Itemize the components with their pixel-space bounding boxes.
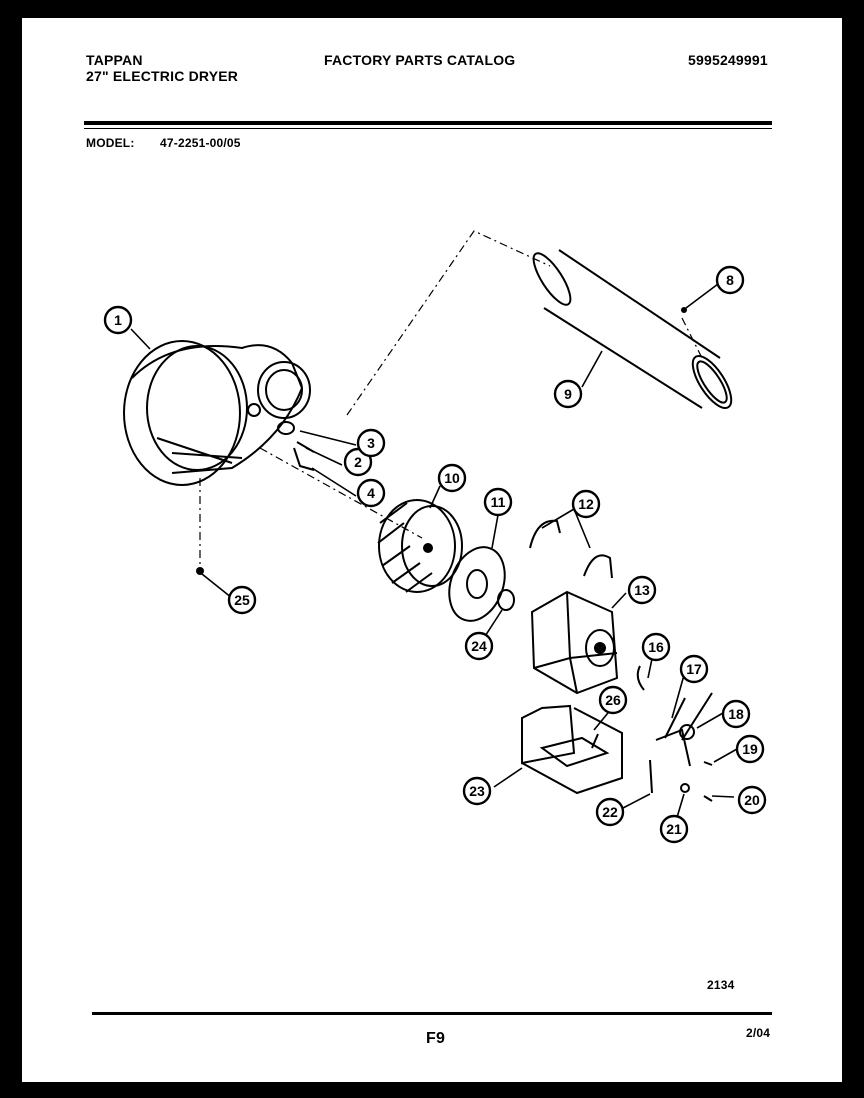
svg-text:26: 26 [605,692,621,708]
model-number: 47-2251-00/05 [160,136,241,150]
motor-clamp-parts [529,519,613,579]
callout-17: 17 [679,654,709,684]
motor-part [530,590,619,695]
callout-18: 18 [721,699,751,729]
svg-text:25: 25 [234,592,250,608]
catalog-sheet: TAPPAN 27" ELECTRIC DRYER FACTORY PARTS … [22,18,842,1082]
svg-text:1: 1 [114,312,122,328]
catalog-part-number: 5995249991 [688,52,768,68]
motor-mount-part [521,704,623,795]
drum-screw-part [681,307,687,313]
model-label: MODEL: [86,136,135,150]
svg-text:3: 3 [367,435,375,451]
catalog-title: FACTORY PARTS CATALOG [324,52,516,68]
callout-19: 19 [735,734,765,764]
svg-text:18: 18 [728,706,744,722]
assembly-line-drum [346,230,551,416]
page-code: F9 [426,1030,446,1047]
svg-text:22: 22 [602,804,618,820]
callout-4: 4 [356,478,386,508]
svg-text:19: 19 [742,741,758,757]
svg-text:9: 9 [564,386,572,402]
blower-wheel-part [377,499,463,593]
callout-11: 11 [483,487,513,517]
assembly-line-shaft [259,447,423,539]
callout-10: 10 [437,463,467,493]
svg-text:4: 4 [367,485,375,501]
callout-24: 24 [464,631,494,661]
svg-text:12: 12 [578,496,594,512]
svg-text:23: 23 [469,783,485,799]
seal-plate-part [448,546,506,622]
callout-9: 9 [553,379,583,409]
leader-lines [130,283,738,825]
callout-16: 16 [641,632,671,662]
svg-text:16: 16 [648,639,664,655]
callout-26: 26 [598,685,628,715]
svg-text:2: 2 [354,454,362,470]
callout-1: 1 [103,305,133,335]
diagram-code: 2134 [707,978,735,992]
brand-name: TAPPAN [86,52,143,68]
svg-text:17: 17 [686,661,702,677]
callout-13: 13 [627,575,657,605]
callout-23: 23 [462,776,492,806]
callout-12: 12 [571,489,601,519]
svg-text:11: 11 [491,494,506,510]
blower-housing-part [123,340,311,486]
svg-text:21: 21 [666,821,682,837]
callout-22: 22 [595,797,625,827]
svg-text:13: 13 [634,582,650,598]
callout-8: 8 [715,265,745,295]
revision-date: 2/04 [746,1026,771,1040]
idler-assembly-parts [591,665,713,802]
product-name: 27" ELECTRIC DRYER [86,68,239,84]
callout-20: 20 [737,785,767,815]
svg-text:24: 24 [471,638,487,654]
header-rule-thin [84,128,772,129]
seal-part [497,589,515,611]
drum-part [532,249,733,409]
header-rule [84,121,772,125]
footer-rule [92,1012,772,1015]
svg-text:20: 20 [744,792,760,808]
assembly-line-drum-end [681,317,703,359]
callout-3: 3 [356,428,386,458]
exploded-parts-diagram: 1 2 3 4 8 9 10 11 12 13 16 17 18 19 20 2… [103,230,767,844]
svg-text:10: 10 [444,470,460,486]
svg-text:8: 8 [726,272,734,288]
callout-21: 21 [659,814,689,844]
callout-25: 25 [227,585,257,615]
housing-screw-part [196,567,204,575]
